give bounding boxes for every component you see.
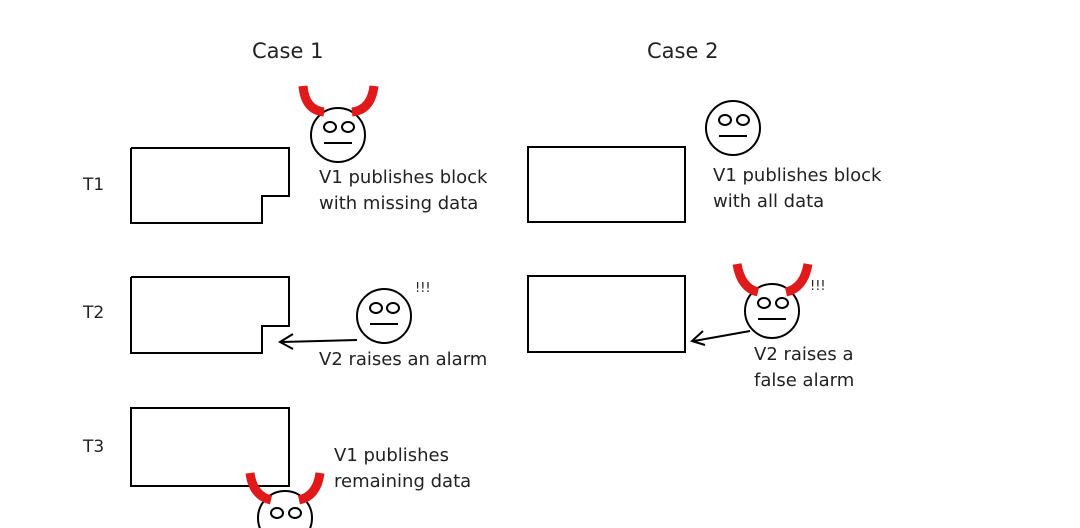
- caption-c1-t2: V2 raises an alarm: [319, 349, 488, 370]
- caption-c2-t2: V2 raises a false alarm: [754, 344, 855, 391]
- face-v1-malicious-c1-t3: [257, 490, 313, 528]
- caption-c1-t3: V1 publishes remaining data: [334, 445, 472, 492]
- exclamation-c1-t2: !!!: [415, 281, 431, 296]
- face-v1-honest-c2-t1: [705, 100, 761, 156]
- caption-c1-t1: V1 publishes block with missing data: [319, 167, 488, 214]
- horns-c1-t1: [298, 85, 379, 117]
- block-c2-t2-complete: [527, 275, 686, 353]
- row-label-t2: T2: [83, 303, 105, 323]
- arrow-c2-false-alarm: [690, 330, 751, 346]
- caption-c2-t1: V1 publishes block with all data: [713, 165, 882, 212]
- case-1-title: Case 1: [252, 39, 324, 63]
- case-2-title: Case 2: [647, 39, 719, 63]
- horns-c2-t2: [732, 263, 813, 297]
- block-c2-t1-complete: [527, 146, 686, 223]
- horns-c1-t3: [245, 472, 325, 505]
- row-label-t3: T3: [83, 437, 105, 457]
- face-v2-c1-t2: [356, 288, 412, 344]
- face-v1-malicious-c1-t1: [310, 107, 366, 163]
- face-v2-malicious-c2-t2: [744, 283, 800, 339]
- row-label-t1: T1: [83, 175, 105, 195]
- block-c1-t1-missing: [130, 147, 290, 224]
- block-c1-t2-missing: [130, 276, 290, 354]
- arrow-c1-alarm: [277, 333, 358, 350]
- block-c1-t3-complete: [130, 407, 290, 487]
- exclamation-c2-t2: !!!: [810, 279, 826, 294]
